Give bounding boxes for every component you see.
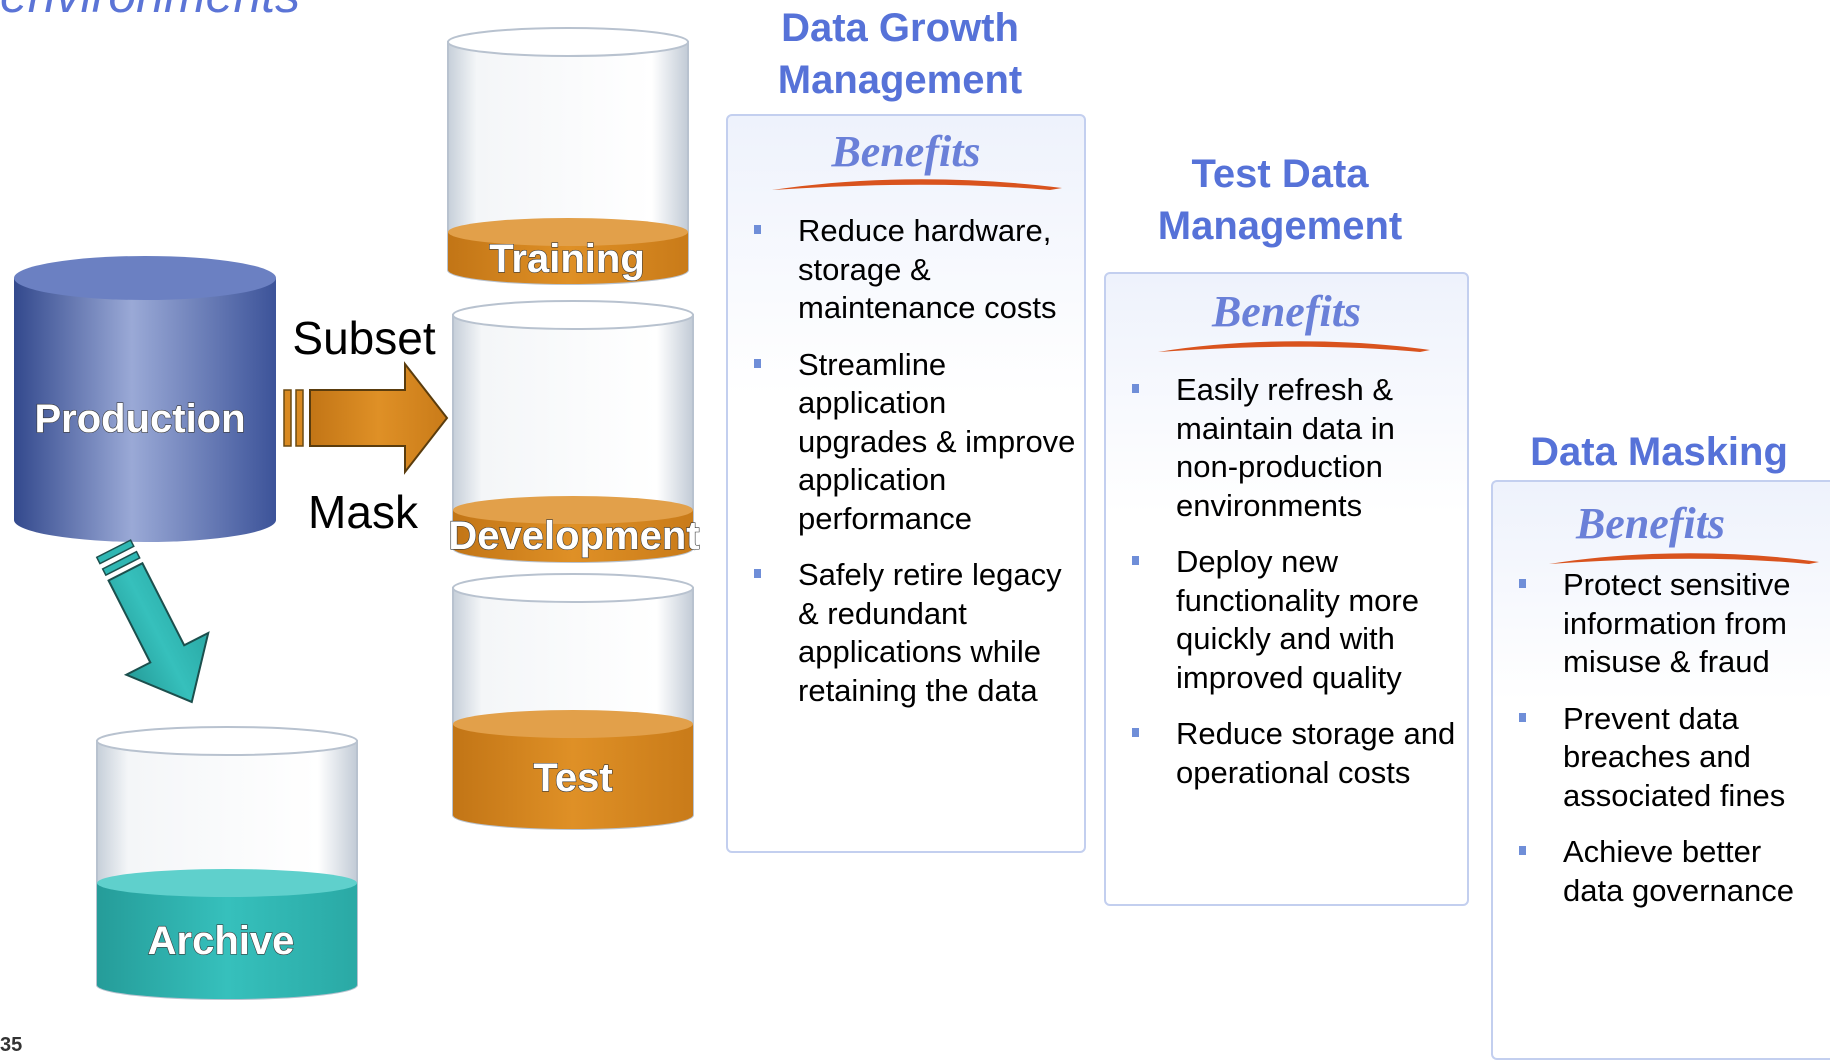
list-item: Reduce storage and operational costs — [1118, 715, 1461, 792]
bullet-icon — [754, 225, 761, 234]
page-title: environments — [0, 0, 300, 24]
swoosh-underline — [1158, 341, 1430, 352]
production-label: Production — [34, 397, 245, 441]
archive-arrow — [95, 539, 210, 704]
list-item: Achieve better data governance — [1505, 833, 1826, 910]
bullet-icon — [1519, 579, 1526, 588]
bullet-icon — [1132, 728, 1139, 737]
benefits-title: Benefits — [1211, 287, 1362, 336]
data-masking-benefits-panel: Benefits Protect sensitive information f… — [1491, 480, 1830, 1060]
mask-label: Mask — [308, 486, 419, 538]
development-database: Development — [448, 300, 700, 563]
training-label: Training — [489, 237, 645, 281]
test-label: Test — [533, 756, 612, 800]
data-masking-heading: Data Masking — [1530, 430, 1788, 474]
archive-database: Archive — [96, 726, 358, 1000]
test-data-benefits-panel: Benefits Easily refresh & maintain data … — [1104, 272, 1469, 906]
subset-mask-arrow — [283, 361, 449, 475]
list-item: Easily refresh & maintain data in non-pr… — [1118, 371, 1461, 525]
list-item: Protect sensitive information from misus… — [1505, 566, 1826, 682]
list-item: Safely retire legacy & redundant applica… — [740, 556, 1078, 710]
benefit-list: Protect sensitive information from misus… — [1505, 566, 1826, 910]
list-item: Reduce hardware, storage & maintenance c… — [740, 212, 1078, 328]
test-database: Test — [452, 573, 694, 830]
production-database: Production — [14, 256, 276, 542]
bullet-icon — [754, 358, 761, 368]
bullet-icon — [1519, 712, 1526, 722]
page-number: 35 — [0, 1034, 23, 1056]
subset-label: Subset — [292, 312, 435, 364]
list-item: Deploy new functionality more quickly an… — [1118, 543, 1461, 697]
bullet-icon — [1519, 846, 1526, 855]
benefit-list: Easily refresh & maintain data in non-pr… — [1118, 371, 1461, 792]
bullet-icon — [1132, 556, 1139, 565]
archive-label: Archive — [148, 919, 295, 963]
benefits-title: Benefits — [831, 127, 981, 176]
bullet-icon — [754, 569, 761, 578]
data-growth-benefits-panel: Benefits Reduce hardware, storage & main… — [726, 114, 1086, 853]
development-label: Development — [448, 514, 699, 558]
benefit-list: Reduce hardware, storage & maintenance c… — [740, 212, 1078, 710]
benefits-title: Benefits — [1575, 499, 1726, 548]
bullet-icon — [1132, 384, 1139, 393]
test-data-management-heading: Test Data Management — [1157, 152, 1403, 248]
swoosh-underline — [772, 179, 1062, 190]
data-growth-management-heading: Data Growth Management — [777, 6, 1023, 102]
swoosh-underline — [1549, 553, 1819, 564]
list-item: Prevent data breaches and associated fin… — [1505, 700, 1826, 816]
list-item: Streamline application upgrades & improv… — [740, 346, 1078, 539]
training-database: Training — [447, 27, 689, 285]
